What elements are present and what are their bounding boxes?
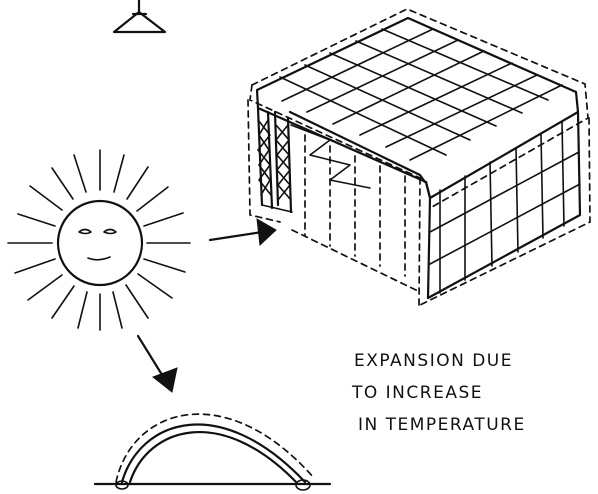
expanded-building: [248, 9, 590, 305]
caption-line-1: EXPANSION DUE: [354, 351, 513, 371]
caption-line-3: IN TEMPERATURE: [358, 415, 526, 435]
sun-icon: [8, 150, 190, 330]
expanded-arch: [95, 414, 330, 490]
sun-rays: [8, 150, 190, 330]
arrow-right: [210, 219, 276, 245]
arrow-down: [138, 336, 177, 392]
lamp-icon: [114, 0, 165, 32]
caption-line-2: TO INCREASE: [351, 383, 483, 403]
caption: EXPANSION DUE TO INCREASE IN TEMPERATURE: [351, 351, 526, 435]
